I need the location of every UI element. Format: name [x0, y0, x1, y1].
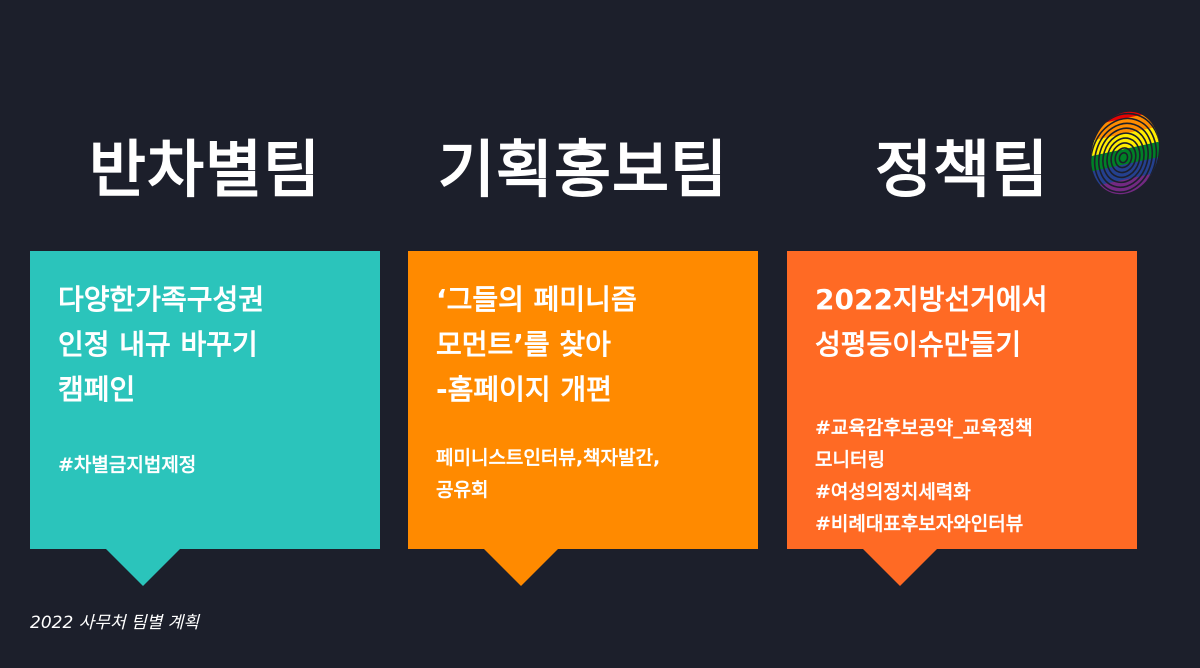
team-title-anti-discrimination: 반차별팀	[88, 133, 322, 206]
heading-line: 2022지방선거에서	[815, 283, 1048, 316]
tag-line: #여성의정치세력화	[815, 481, 971, 503]
tag-line: 모니터링	[815, 449, 885, 471]
heading-line: 성평등이슈만들기	[815, 328, 1022, 361]
card-heading: ‘그들의 페미니즘 모먼트’를 찾아 -홈페이지 개편	[436, 277, 744, 412]
team-title-planning-promotion: 기획홍보팀	[437, 133, 729, 206]
card-tags: 페미니스트인터뷰,책자발간, 공유회	[436, 442, 748, 506]
card-planning-promotion: ‘그들의 페미니즘 모먼트’를 찾아 -홈페이지 개편 페미니스트인터뷰,책자발…	[408, 251, 758, 586]
card-heading: 2022지방선거에서 성평등이슈만들기	[815, 277, 1123, 367]
card-policy: 2022지방선거에서 성평등이슈만들기 #교육감후보공약_교육정책 모니터링 #…	[787, 251, 1137, 586]
heading-line: 다양한가족구성권	[58, 283, 265, 316]
heading-line: -홈페이지 개편	[436, 373, 612, 406]
heading-line: 캠페인	[58, 373, 136, 406]
heading-line: ‘그들의 페미니즘	[436, 283, 637, 316]
heading-line: 모먼트’를 찾아	[436, 328, 611, 361]
tag-line: #교육감후보공약_교육정책	[815, 417, 1033, 439]
card-anti-discrimination: 다양한가족구성권 인정 내규 바꾸기 캠페인 #차별금지법제정	[30, 251, 380, 586]
tag-line: #차별금지법제정	[58, 454, 197, 476]
tag-line: 공유회	[436, 479, 489, 501]
tag-line: 페미니스트인터뷰,책자발간,	[436, 447, 661, 469]
team-title-policy: 정책팀	[874, 133, 1050, 206]
card-heading: 다양한가족구성권 인정 내규 바꾸기 캠페인	[58, 277, 366, 412]
rainbow-fingerprint-icon	[1085, 108, 1165, 198]
heading-line: 인정 내규 바꾸기	[58, 328, 258, 361]
footer-caption: 2022 사무처 팀별 계획	[30, 613, 199, 633]
card-tags: #교육감후보공약_교육정책 모니터링 #여성의정치세력화 #비례대표후보자와인터…	[815, 412, 1127, 540]
tag-line: #비례대표후보자와인터뷰	[815, 513, 1024, 535]
card-tags: #차별금지법제정	[58, 449, 370, 481]
